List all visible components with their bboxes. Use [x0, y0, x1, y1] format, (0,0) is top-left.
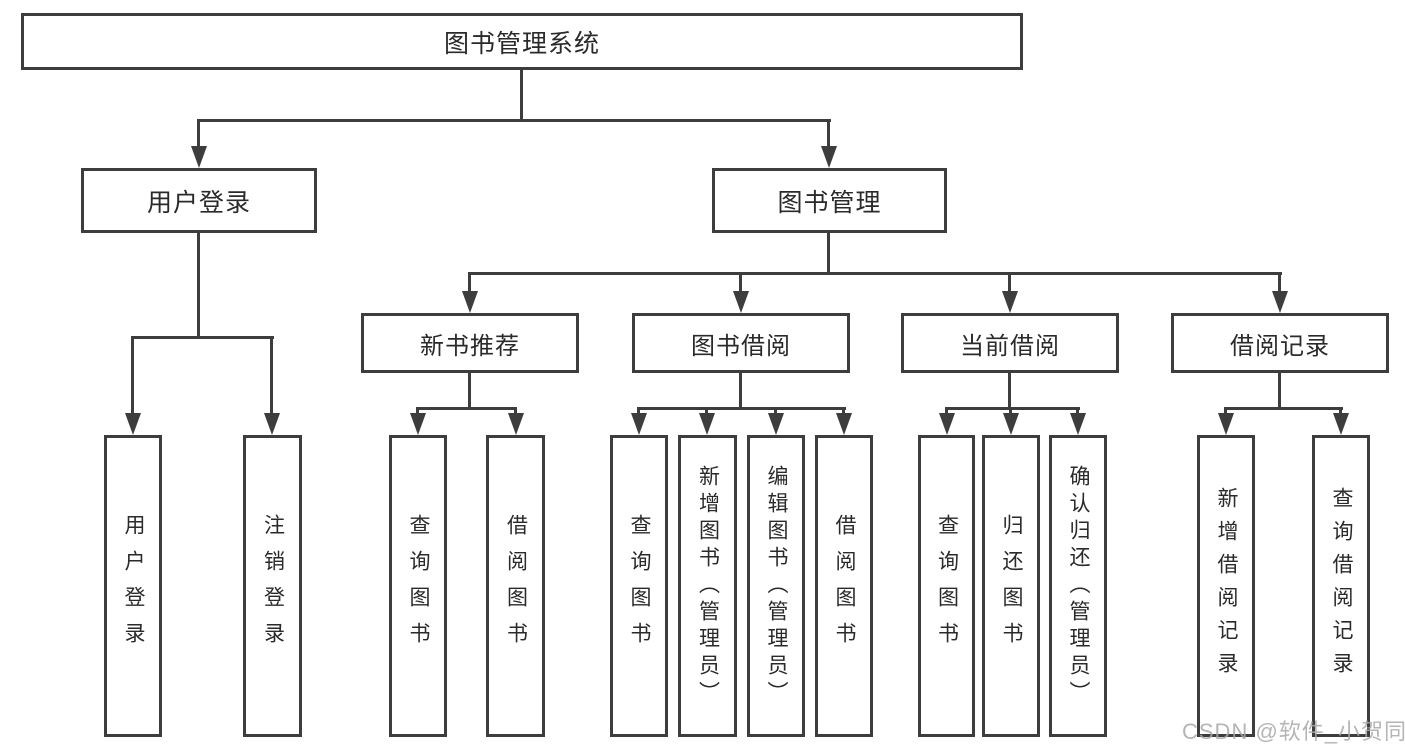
connector-records-drop2	[1339, 407, 1342, 415]
leaf-borrow-book: 借阅图书	[815, 435, 873, 737]
connector-userlogin-bar	[131, 336, 274, 339]
connector-newbook-bar	[416, 407, 517, 410]
node-new-book-recommend-label: 新书推荐	[420, 332, 520, 360]
leaf-query-book-borrow: 查询图书	[610, 435, 668, 737]
connector-borrow-stem	[739, 373, 742, 407]
node-current-borrow-label: 当前借阅	[960, 332, 1060, 360]
connector-bookmgmt-drop3	[1008, 272, 1011, 292]
arrowhead	[821, 146, 837, 168]
arrowhead	[1003, 413, 1019, 435]
leaf-add-book-admin: 新增图书（管理员）	[678, 435, 737, 737]
connector-borrow-drop1	[637, 407, 640, 415]
arrowhead	[1002, 291, 1018, 313]
node-new-book-recommend: 新书推荐	[361, 313, 579, 373]
connector-borrow-drop2	[705, 407, 708, 415]
arrowhead	[699, 413, 715, 435]
connector-bookmgmt-drop2	[739, 272, 742, 292]
arrowhead	[1218, 413, 1234, 435]
node-book-borrow: 图书借阅	[632, 313, 850, 373]
connector-userlogin-drop2	[270, 336, 273, 415]
leaf-borrow-book-recommend: 借阅图书	[486, 435, 545, 737]
node-user-login-label: 用户登录	[146, 188, 251, 217]
arrowhead	[733, 291, 749, 313]
node-root-label: 图书管理系统	[443, 29, 600, 58]
node-book-management: 图书管理	[712, 168, 947, 233]
arrowhead	[768, 413, 784, 435]
leaf-query-borrow-record: 查询借阅记录	[1312, 435, 1370, 737]
arrowhead	[410, 413, 426, 435]
connector-bookmgmt-drop1	[468, 272, 471, 292]
arrowhead	[939, 413, 955, 435]
arrowhead	[1272, 291, 1288, 313]
connector-current-drop3	[1076, 407, 1079, 415]
arrowhead	[1333, 413, 1349, 435]
connector-userlogin-drop1	[131, 336, 134, 415]
connector-current-drop1	[945, 407, 948, 415]
connector-current-drop2	[1009, 407, 1012, 415]
connector-newbook-drop2	[514, 407, 517, 415]
connector-bookmgmt-bar	[468, 272, 1282, 275]
connector-newbook-drop1	[416, 407, 419, 415]
connector-root-left-drop	[197, 119, 200, 148]
csdn-watermark: CSDN @软件_小贺同学	[1182, 719, 1405, 744]
leaf-user-login: 用户登录	[104, 435, 162, 737]
arrowhead	[462, 291, 478, 313]
arrowhead	[631, 413, 647, 435]
connector-bookmgmt-drop4	[1278, 272, 1281, 292]
node-borrow-records-label: 借阅记录	[1230, 332, 1330, 360]
connector-current-stem	[1008, 373, 1011, 407]
connector-current-bar	[945, 407, 1080, 410]
connector-records-stem	[1278, 373, 1281, 407]
leaf-add-borrow-record: 新增借阅记录	[1197, 435, 1255, 737]
leaf-confirm-return-admin: 确认归还（管理员）	[1049, 435, 1107, 737]
connector-borrow-drop4	[842, 407, 845, 415]
connector-root-stem	[520, 69, 523, 119]
connector-newbook-stem	[468, 373, 471, 407]
leaf-query-book-current: 查询图书	[918, 435, 975, 737]
node-book-borrow-label: 图书借阅	[691, 332, 791, 360]
connector-borrow-bar	[637, 407, 846, 410]
leaf-query-book-recommend: 查询图书	[389, 435, 447, 737]
connector-bookmgmt-stem	[827, 233, 830, 272]
leaf-edit-book-admin: 编辑图书（管理员）	[747, 435, 805, 737]
arrowhead	[125, 413, 141, 435]
connector-userlogin-stem	[197, 233, 200, 336]
node-borrow-records: 借阅记录	[1171, 313, 1389, 373]
leaf-logout: 注销登录	[243, 435, 302, 737]
node-book-management-label: 图书管理	[777, 188, 882, 217]
connector-borrow-drop3	[774, 407, 777, 415]
connector-records-drop1	[1224, 407, 1227, 415]
node-root: 图书管理系统	[21, 13, 1023, 70]
node-user-login: 用户登录	[81, 168, 317, 233]
connector-root-right-drop	[827, 119, 830, 148]
arrowhead	[191, 146, 207, 168]
arrowhead	[1070, 413, 1086, 435]
connector-root-bar	[197, 119, 831, 122]
arrowhead	[264, 413, 280, 435]
leaf-return-book: 归还图书	[982, 435, 1040, 737]
arrowhead	[508, 413, 524, 435]
arrowhead	[836, 413, 852, 435]
connector-records-bar	[1224, 407, 1343, 410]
node-current-borrow: 当前借阅	[901, 313, 1119, 373]
